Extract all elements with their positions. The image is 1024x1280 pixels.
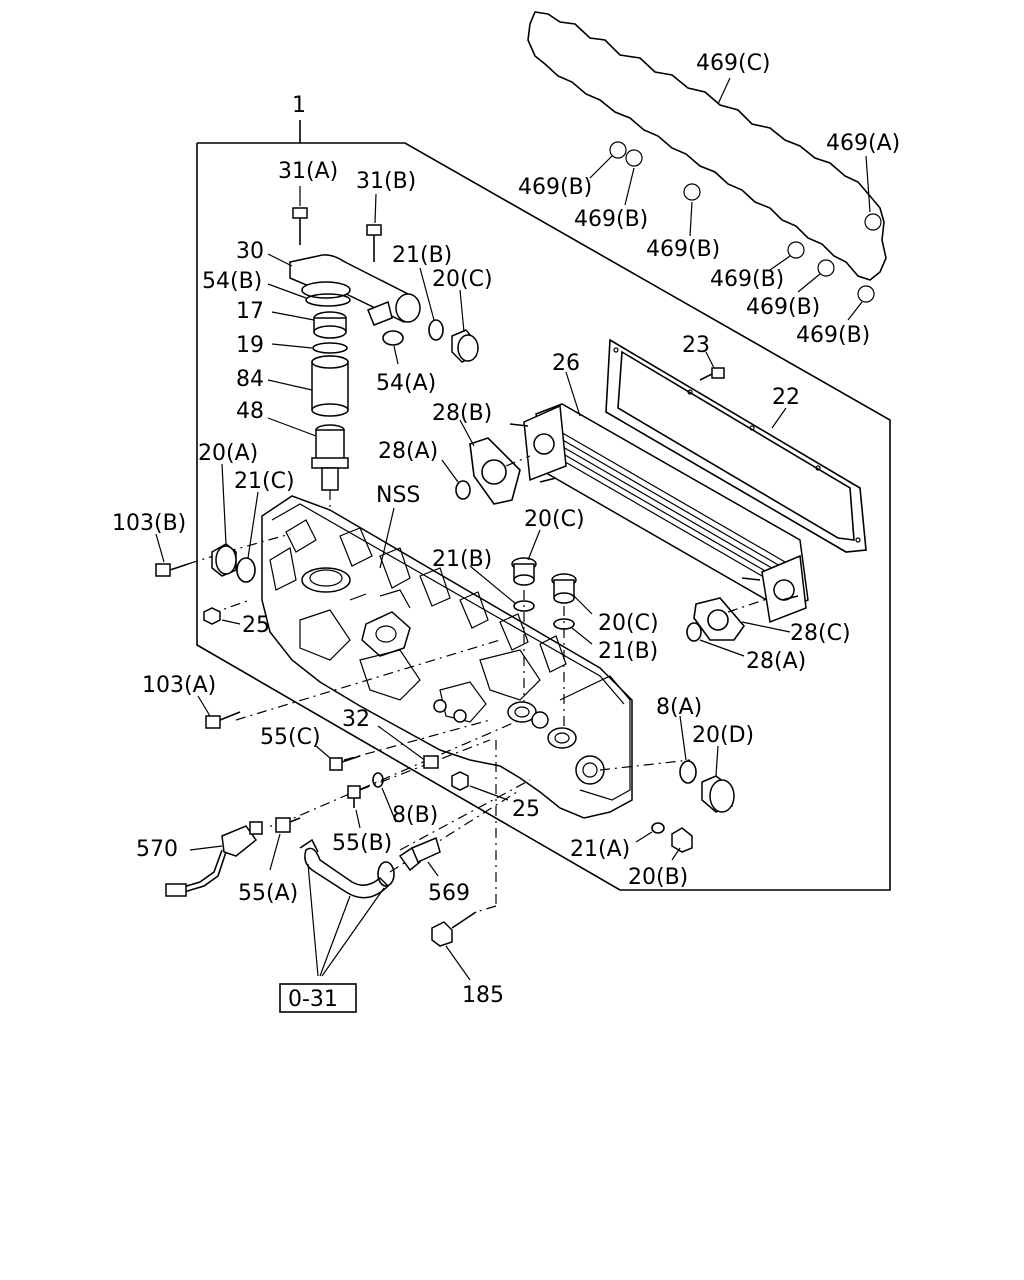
bolt-31a: [292, 186, 308, 245]
fitting-569: [398, 836, 441, 877]
label-gasket-a: 469(A): [826, 131, 900, 156]
label-plug-20c-top: 20(C): [432, 267, 493, 292]
ring-21a: [635, 822, 665, 843]
label-ring-21c: 21(C): [234, 469, 295, 494]
label-bolt-55c: 55(C): [260, 725, 321, 750]
plug-20c-top: [451, 289, 479, 363]
bolt-103b: [155, 533, 189, 577]
plug-20d: [701, 745, 735, 813]
ref-box: 0-31: [279, 983, 357, 1013]
label-bolt-31b: 31(B): [356, 169, 416, 194]
label-ring-21b-right: 21(B): [598, 639, 658, 664]
plug-20c-right: [551, 573, 593, 615]
housing-nss: [261, 495, 633, 819]
label-cooler-26: 26: [552, 351, 580, 376]
ring-21b-right: [553, 618, 593, 645]
label-ring-8b: 8(B): [392, 803, 438, 828]
bolt-185: [431, 911, 477, 981]
label-gasket-b4: 469(B): [710, 267, 784, 292]
label-plug-20a: 20(A): [198, 441, 258, 466]
ring-28a-top: [441, 459, 471, 500]
label-part-48: 48: [236, 399, 264, 424]
ref-box-label: 0-31: [288, 987, 338, 1012]
label-gasket-28c: 28(C): [790, 621, 851, 646]
cooler-26: [509, 371, 809, 624]
label-plug-20b: 20(B): [628, 865, 688, 890]
label-bolt-185: 185: [462, 983, 504, 1008]
label-bolt-103b: 103(B): [112, 511, 186, 536]
part-32-leader: [377, 725, 439, 769]
label-ring-21a: 21(A): [570, 837, 630, 862]
label-bolt-55a: 55(A): [238, 881, 298, 906]
label-part-84: 84: [236, 367, 264, 392]
label-part-32: 32: [342, 707, 370, 732]
label-part-17: 17: [236, 299, 264, 324]
label-gasket-b2: 469(B): [574, 207, 648, 232]
label-part-19: 19: [236, 333, 264, 358]
label-ring-21b-top: 21(B): [392, 243, 452, 268]
bolt-31b: [366, 193, 382, 262]
label-ring-54a: 54(A): [376, 371, 436, 396]
ring-54a: [382, 330, 404, 365]
ring-8a: [679, 715, 697, 784]
gasket-469c: [527, 11, 887, 303]
ring-21c: [236, 491, 259, 583]
hose-0-31: [299, 838, 395, 977]
label-plug-20c-mid: 20(C): [524, 507, 585, 532]
label-ring-28b: 28(B): [432, 401, 492, 426]
plug-20c-mid: [511, 529, 541, 586]
ring-21b-mid: [469, 565, 535, 612]
label-elbow-30: 30: [236, 239, 264, 264]
label-bolt-55b: 55(B): [332, 831, 392, 856]
ring-8b: [372, 772, 397, 823]
gasket-28b: [459, 419, 531, 505]
label-bolt-103a: 103(A): [142, 673, 216, 698]
part-17: [271, 311, 347, 339]
label-sensor-570: 570: [136, 837, 178, 862]
bolt-23: [699, 351, 725, 381]
label-ring-21b-mid: 21(B): [432, 547, 492, 572]
gasket-22: [605, 338, 867, 553]
bolt-103a: [197, 695, 241, 729]
label-plug-20d: 20(D): [692, 723, 754, 748]
bolt-55c: [315, 745, 361, 771]
ring-28a-bottom: [686, 622, 745, 657]
label-bolt-31a: 31(A): [278, 159, 338, 184]
label-gasket-top: 469(C): [696, 51, 771, 76]
bolt-55a: [269, 817, 301, 871]
label-gasket-22: 22: [772, 385, 800, 410]
label-ring-28a-bottom: 28(A): [746, 649, 806, 674]
label-bolt-23: 23: [682, 333, 710, 358]
nut-25-bottom: [451, 771, 509, 801]
label-gasket-b1: 469(B): [518, 175, 592, 200]
label-ring-28a-top: 28(A): [378, 439, 438, 464]
assembly-frame: [196, 120, 891, 891]
elbow-30: [267, 253, 421, 326]
label-ring-8a: 8(A): [656, 695, 702, 720]
part-19: [271, 342, 348, 354]
bolt-55b: [347, 785, 361, 829]
leaders-gasket: [589, 77, 871, 321]
label-assembly: 1: [292, 93, 306, 118]
callout-labels: 1 469(C) 469(A) 469(B) 469(B) 469(B) 469…: [112, 51, 900, 1008]
label-ring-54b: 54(B): [202, 269, 262, 294]
ring-21b-top: [419, 267, 444, 341]
label-nut-25-bottom: 25: [512, 797, 540, 822]
part-84: [267, 355, 349, 417]
label-gasket-b3: 469(B): [646, 237, 720, 262]
label-nss: NSS: [376, 483, 420, 508]
plug-20a: [211, 463, 237, 577]
label-gasket-b6: 469(B): [796, 323, 870, 348]
label-gasket-b5: 469(B): [746, 295, 820, 320]
gasket-28c: [693, 597, 791, 641]
label-plug-20c-right: 20(C): [598, 611, 659, 636]
plug-20b: [671, 827, 693, 861]
nut-25-left: [203, 607, 241, 625]
sensor-570: [165, 821, 263, 897]
ring-54b: [267, 283, 351, 307]
label-nut-25-left: 25: [242, 613, 270, 638]
label-fitting-569: 569: [428, 881, 470, 906]
